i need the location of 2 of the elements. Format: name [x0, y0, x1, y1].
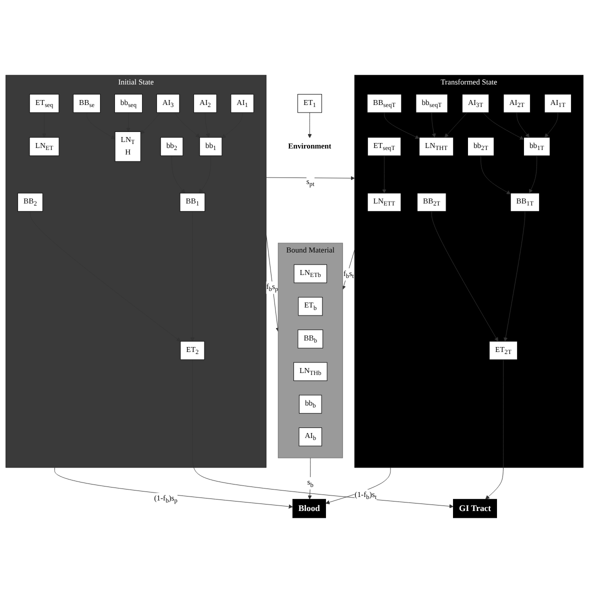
node-box: GI Tract: [453, 498, 497, 518]
node-box: Blood: [292, 498, 326, 518]
